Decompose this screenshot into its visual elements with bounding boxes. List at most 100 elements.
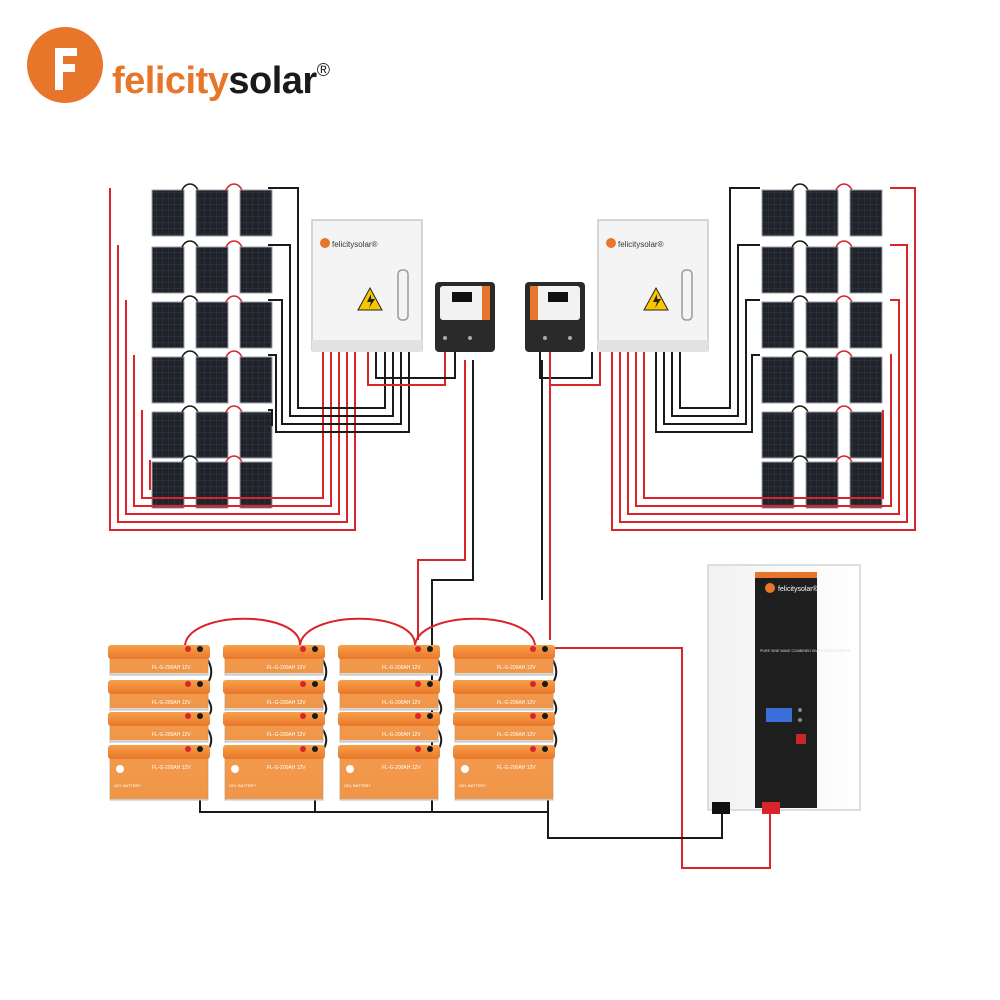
negative-terminal-icon: [197, 681, 203, 687]
solar-panel: [805, 411, 839, 459]
solar-panel: [195, 189, 229, 237]
positive-terminal-icon: [185, 646, 191, 652]
battery: FL-G-200AH 12V: [453, 712, 555, 743]
solar-panel: [151, 189, 185, 237]
battery-model-label: FL-G-200AH 12V: [152, 765, 191, 771]
battery-model-label: FL-G-200AH 12V: [382, 665, 421, 671]
battery: FL-G-200AH 12V: [453, 645, 555, 676]
solar-panel: [239, 356, 273, 404]
solar-panel: [151, 461, 185, 509]
battery: FL-G-200AH 12V: [453, 680, 555, 711]
solar-panel: [849, 461, 883, 509]
battery: FL-G-200AH 12V: [223, 645, 325, 676]
solar-panel: [805, 189, 839, 237]
panel-series-link: [791, 455, 809, 463]
battery-type-label: GEL BATTERY: [344, 783, 371, 788]
solar-panel: [849, 301, 883, 349]
panel-series-link: [225, 350, 243, 358]
combiner-box-right: felicitysolar®: [597, 219, 709, 352]
battery: FL-G-200AH 12V: [338, 680, 440, 711]
battery-model-label: FL-G-200AH 12V: [152, 732, 191, 738]
panel-series-link: [835, 295, 853, 303]
negative-terminal-icon: [427, 646, 433, 652]
panel-series-link: [181, 183, 199, 191]
brand-name-part1: felicity: [112, 60, 229, 102]
solar-panel: [849, 411, 883, 459]
solar-array-left: [151, 183, 273, 509]
battery: FL-G-200AH 12V: [338, 645, 440, 676]
solar-panel: [761, 356, 795, 404]
battery-model-label: FL-G-200AH 12V: [267, 700, 306, 706]
panel-series-link: [791, 240, 809, 248]
panel-series-link: [225, 240, 243, 248]
panel-series-link: [225, 455, 243, 463]
solar-panel: [761, 411, 795, 459]
brand-logo: felicitysolar®: [30, 20, 360, 110]
registered-mark: ®: [316, 60, 330, 80]
battery: FL-G-200AH 12V: [108, 680, 210, 711]
inverter-brand-label: felicitysolar®: [778, 585, 819, 593]
panel-series-link: [835, 455, 853, 463]
solar-panel: [805, 461, 839, 509]
charge-controller-left: [435, 282, 495, 352]
solar-panel: [195, 411, 229, 459]
solar-panel: [805, 301, 839, 349]
panel-series-link: [835, 183, 853, 191]
panel-series-link: [791, 183, 809, 191]
panel-series-link: [181, 405, 199, 413]
battery: FL-G-200AH 12V: [223, 712, 325, 743]
positive-terminal-icon: [415, 646, 421, 652]
solar-panel: [805, 246, 839, 294]
panel-series-link: [791, 405, 809, 413]
solar-panel: [195, 301, 229, 349]
negative-terminal-icon: [197, 746, 203, 752]
negative-terminal-icon: [312, 746, 318, 752]
solar-panel: [195, 246, 229, 294]
solar-panel: [239, 301, 273, 349]
panel-series-link: [181, 350, 199, 358]
solar-panel: [849, 356, 883, 404]
brand-name: felicitysolar®: [112, 60, 330, 103]
positive-terminal-icon: [530, 681, 536, 687]
charge-controller-right: [525, 282, 585, 352]
solar-panel: [761, 189, 795, 237]
panel-series-link: [835, 405, 853, 413]
brand-name-part2: solar: [228, 60, 317, 102]
positive-terminal-icon: [415, 713, 421, 719]
battery-bank: FL-G-200AH 12V FL-G-200AH 12V FL-G-200AH 1…: [108, 645, 555, 801]
battery-model-label: FL-G-200AH 12V: [267, 665, 306, 671]
negative-terminal-icon: [427, 681, 433, 687]
solar-panel: [761, 461, 795, 509]
battery-model-label: FL-G-200AH 12V: [497, 700, 536, 706]
battery-model-label: FL-G-200AH 12V: [152, 665, 191, 671]
panel-series-link: [225, 295, 243, 303]
inverter: felicitysolar® PURE SINE WAVE COMBINED I…: [707, 564, 861, 814]
battery-model-label: FL-G-200AH 12V: [267, 765, 306, 771]
felicity-logo: [27, 27, 103, 103]
battery-type-label: GEL BATTERY: [114, 783, 141, 788]
battery-model-label: FL-G-200AH 12V: [382, 732, 421, 738]
positive-terminal-icon: [300, 646, 306, 652]
battery-model-label: FL-G-200AH 12V: [382, 700, 421, 706]
inverter-power-switch: [796, 734, 806, 744]
positive-terminal-icon: [185, 713, 191, 719]
combiner-brand-label: felicitysolar®: [332, 240, 378, 249]
battery-model-label: FL-G-200AH 12V: [497, 732, 536, 738]
negative-terminal-icon: [312, 646, 318, 652]
negative-terminal-icon: [312, 713, 318, 719]
solar-panel: [151, 356, 185, 404]
solar-panel: [195, 461, 229, 509]
solar-panel: [151, 246, 185, 294]
panel-series-link: [835, 350, 853, 358]
positive-terminal-icon: [300, 681, 306, 687]
battery: FL-G-200AH 12V: [338, 712, 440, 743]
positive-terminal-icon: [300, 746, 306, 752]
solar-panel: [239, 189, 273, 237]
battery-model-label: FL-G-200AH 12V: [497, 665, 536, 671]
solar-panel: [151, 301, 185, 349]
battery: FL-G-200AH 12V: [108, 645, 210, 676]
negative-terminal-icon: [542, 681, 548, 687]
positive-terminal-icon: [530, 746, 536, 752]
panel-series-link: [225, 183, 243, 191]
